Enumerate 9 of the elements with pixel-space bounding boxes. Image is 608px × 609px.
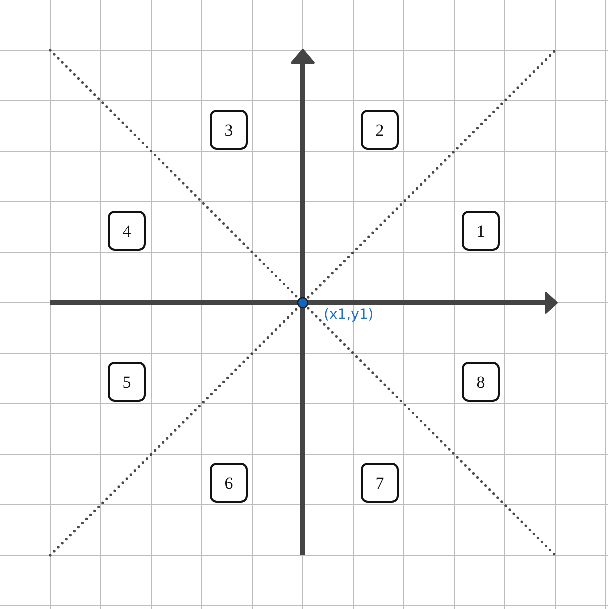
octant-number-box: 7 — [361, 463, 399, 503]
octant-number-box: 8 — [462, 362, 500, 402]
octant-number-box: 6 — [210, 463, 248, 503]
octant-number-box: 5 — [108, 362, 146, 402]
point-label: (x1,y1) — [324, 307, 374, 324]
octant-number-box: 3 — [210, 110, 248, 150]
octant-number-box: 2 — [361, 110, 399, 150]
octant-number-box: 1 — [462, 211, 500, 251]
octant-number-box: 4 — [108, 211, 146, 251]
